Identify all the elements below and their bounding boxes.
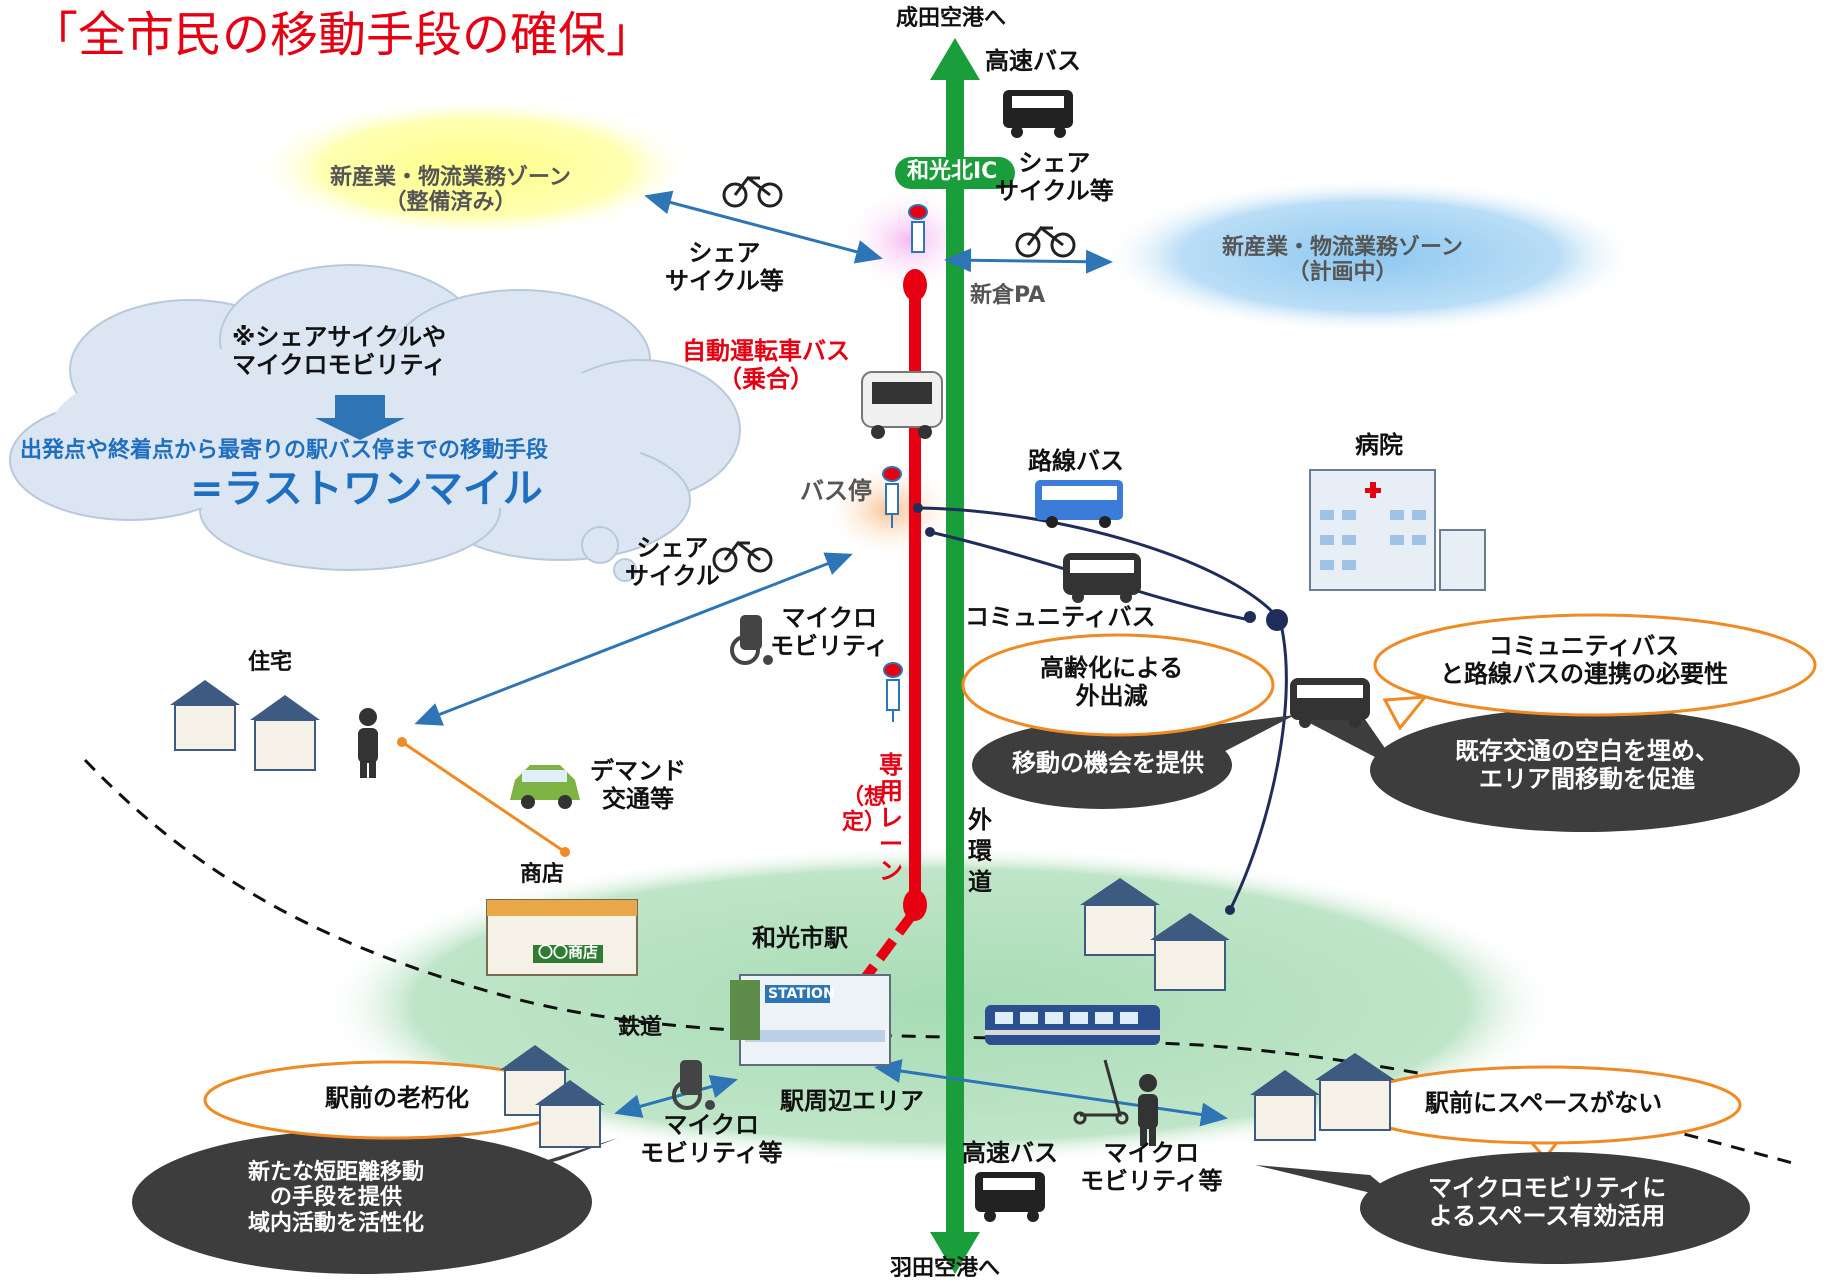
solution-station-aging-text: 新たな短距離移動の手段を提供域内活動を活性化 — [248, 1160, 425, 1236]
dedicated-lane-label: 専用レーン — [879, 751, 903, 885]
bus-stop-sign-mid — [882, 466, 902, 528]
page-title: 「全市民の移動手段の確保」 — [30, 7, 655, 63]
zone-left-label: 新産業・物流業務ゾーン（整備済み） — [330, 165, 571, 216]
zone-right-label: 新産業・物流業務ゾーン（計画中） — [1222, 235, 1463, 286]
station-icon — [730, 974, 891, 1066]
bicycle-icon-right — [1015, 225, 1076, 258]
community-bus-icon-2 — [1290, 678, 1370, 728]
community-bus-label: コミュニティバス — [965, 603, 1156, 631]
station-sign: STATION — [768, 986, 835, 1002]
person-icon-scooter — [1138, 1074, 1158, 1146]
person-icon-left — [358, 708, 378, 778]
callout-issue-aging — [961, 633, 1275, 737]
highway-bus-icon-bottom — [975, 1172, 1045, 1222]
bicycle-icon-mid — [712, 540, 773, 573]
dedicated-lane-note: （想定） — [842, 785, 887, 836]
demand-car-icon — [510, 765, 580, 809]
railway-label: 鉄道 — [618, 1015, 663, 1040]
callout-dark-aging — [972, 721, 1232, 809]
station-name-label: 和光市駅 — [752, 924, 848, 952]
zone-left-glow — [255, 98, 695, 238]
cloud-description: 出発点や終着点から最寄りの駅バス停までの移動手段 — [20, 438, 549, 463]
outer-ring-road-label: 外環道 — [968, 806, 992, 897]
community-bus-icon — [1063, 553, 1141, 603]
shop-label: 商店 — [520, 862, 565, 887]
solution-coordination-text: 既存交通の空白を埋め、エリア間移動を促進 — [1455, 737, 1719, 793]
shop-sign: 〇〇商店 — [538, 943, 599, 961]
station-area-label: 駅周辺エリア — [780, 1087, 924, 1115]
kickscooter-icon — [1073, 1059, 1129, 1125]
demand-transport-label: デマンド交通等 — [590, 757, 686, 813]
house-icon-right-bottom — [1250, 1053, 1395, 1141]
issue-coordination-text: コミュニティバスと路線バスの連携の必要性 — [1440, 632, 1728, 688]
callout-dark-station-aging — [132, 1130, 592, 1274]
share-cycle-mid-label: シェアサイクル — [625, 534, 720, 590]
housing-label: 住宅 — [248, 650, 293, 675]
last-one-mile-label: =ラストワンマイル — [190, 466, 543, 512]
autonomous-bus-icon — [861, 371, 943, 439]
pa-label: 新倉PA — [970, 283, 1046, 308]
highway-arrow-north — [930, 38, 980, 80]
house-icon-left — [170, 680, 320, 771]
cloud-note: ※シェアサイクルやマイクロモビリティ — [232, 323, 447, 379]
issue-station-space-text: 駅前にスペースがない — [1425, 1089, 1663, 1117]
highway-bus-label-top: 高速バス — [985, 47, 1081, 75]
solution-station-space-text: マイクロモビリティによるスペース有効活用 — [1428, 1174, 1667, 1230]
micro-mobility-right-label: マイクロモビリティ等 — [1080, 1139, 1223, 1195]
ic-label: 和光北IC — [907, 159, 998, 184]
micro-mobility-icon-mid — [730, 615, 773, 665]
hospital-label: 病院 — [1355, 431, 1403, 459]
callout-dark-coordination — [1370, 708, 1800, 832]
bus-stop-sign-lower — [883, 662, 903, 722]
issue-aging-text: 高齢化による外出減 — [1040, 654, 1184, 710]
house-icon-right-top — [1080, 878, 1230, 991]
bus-stop-label: バス停 — [800, 477, 872, 505]
route-bus-icon — [1035, 480, 1123, 528]
zone-right-glow — [1100, 178, 1640, 334]
highway-bus-label-bottom: 高速バス — [962, 1139, 1058, 1167]
bus-stop-sign-top — [908, 204, 928, 253]
share-cycle-right-label: シェアサイクル等 — [995, 149, 1114, 205]
autonomous-bus-label: 自動運転車バス（乗合） — [682, 337, 850, 393]
hospital-icon — [1309, 469, 1486, 591]
callout-issue-coordination — [1373, 613, 1817, 717]
to-haneda-label: 羽田空港へ — [890, 1256, 1001, 1281]
micro-mobility-left-label: マイクロモビリティ等 — [640, 1111, 783, 1167]
micro-mobility-mid-label: マイクロモビリティ — [770, 604, 889, 660]
house-icon-left-bottom — [500, 1045, 605, 1148]
to-narita-label: 成田空港へ — [896, 6, 1007, 31]
callout-dark-station-space — [1360, 1152, 1750, 1264]
train-icon — [985, 1005, 1160, 1045]
highway-arrow-south — [930, 1232, 980, 1274]
issue-station-aging-text: 駅前の老朽化 — [325, 1084, 469, 1112]
demand-route — [401, 740, 566, 854]
share-cycle-left-label: シェアサイクル等 — [665, 239, 784, 295]
cloud-down-arrow — [315, 395, 405, 440]
route-bus-label: 路線バス — [1028, 447, 1124, 475]
highway-bus-icon-top — [1003, 90, 1073, 138]
ic-badge — [895, 157, 1015, 189]
solution-aging-text: 移動の機会を提供 — [1012, 749, 1204, 777]
micro-mobility-icon-left — [672, 1060, 715, 1110]
bicycle-icon-top — [722, 175, 783, 208]
shop-icon — [486, 899, 638, 976]
